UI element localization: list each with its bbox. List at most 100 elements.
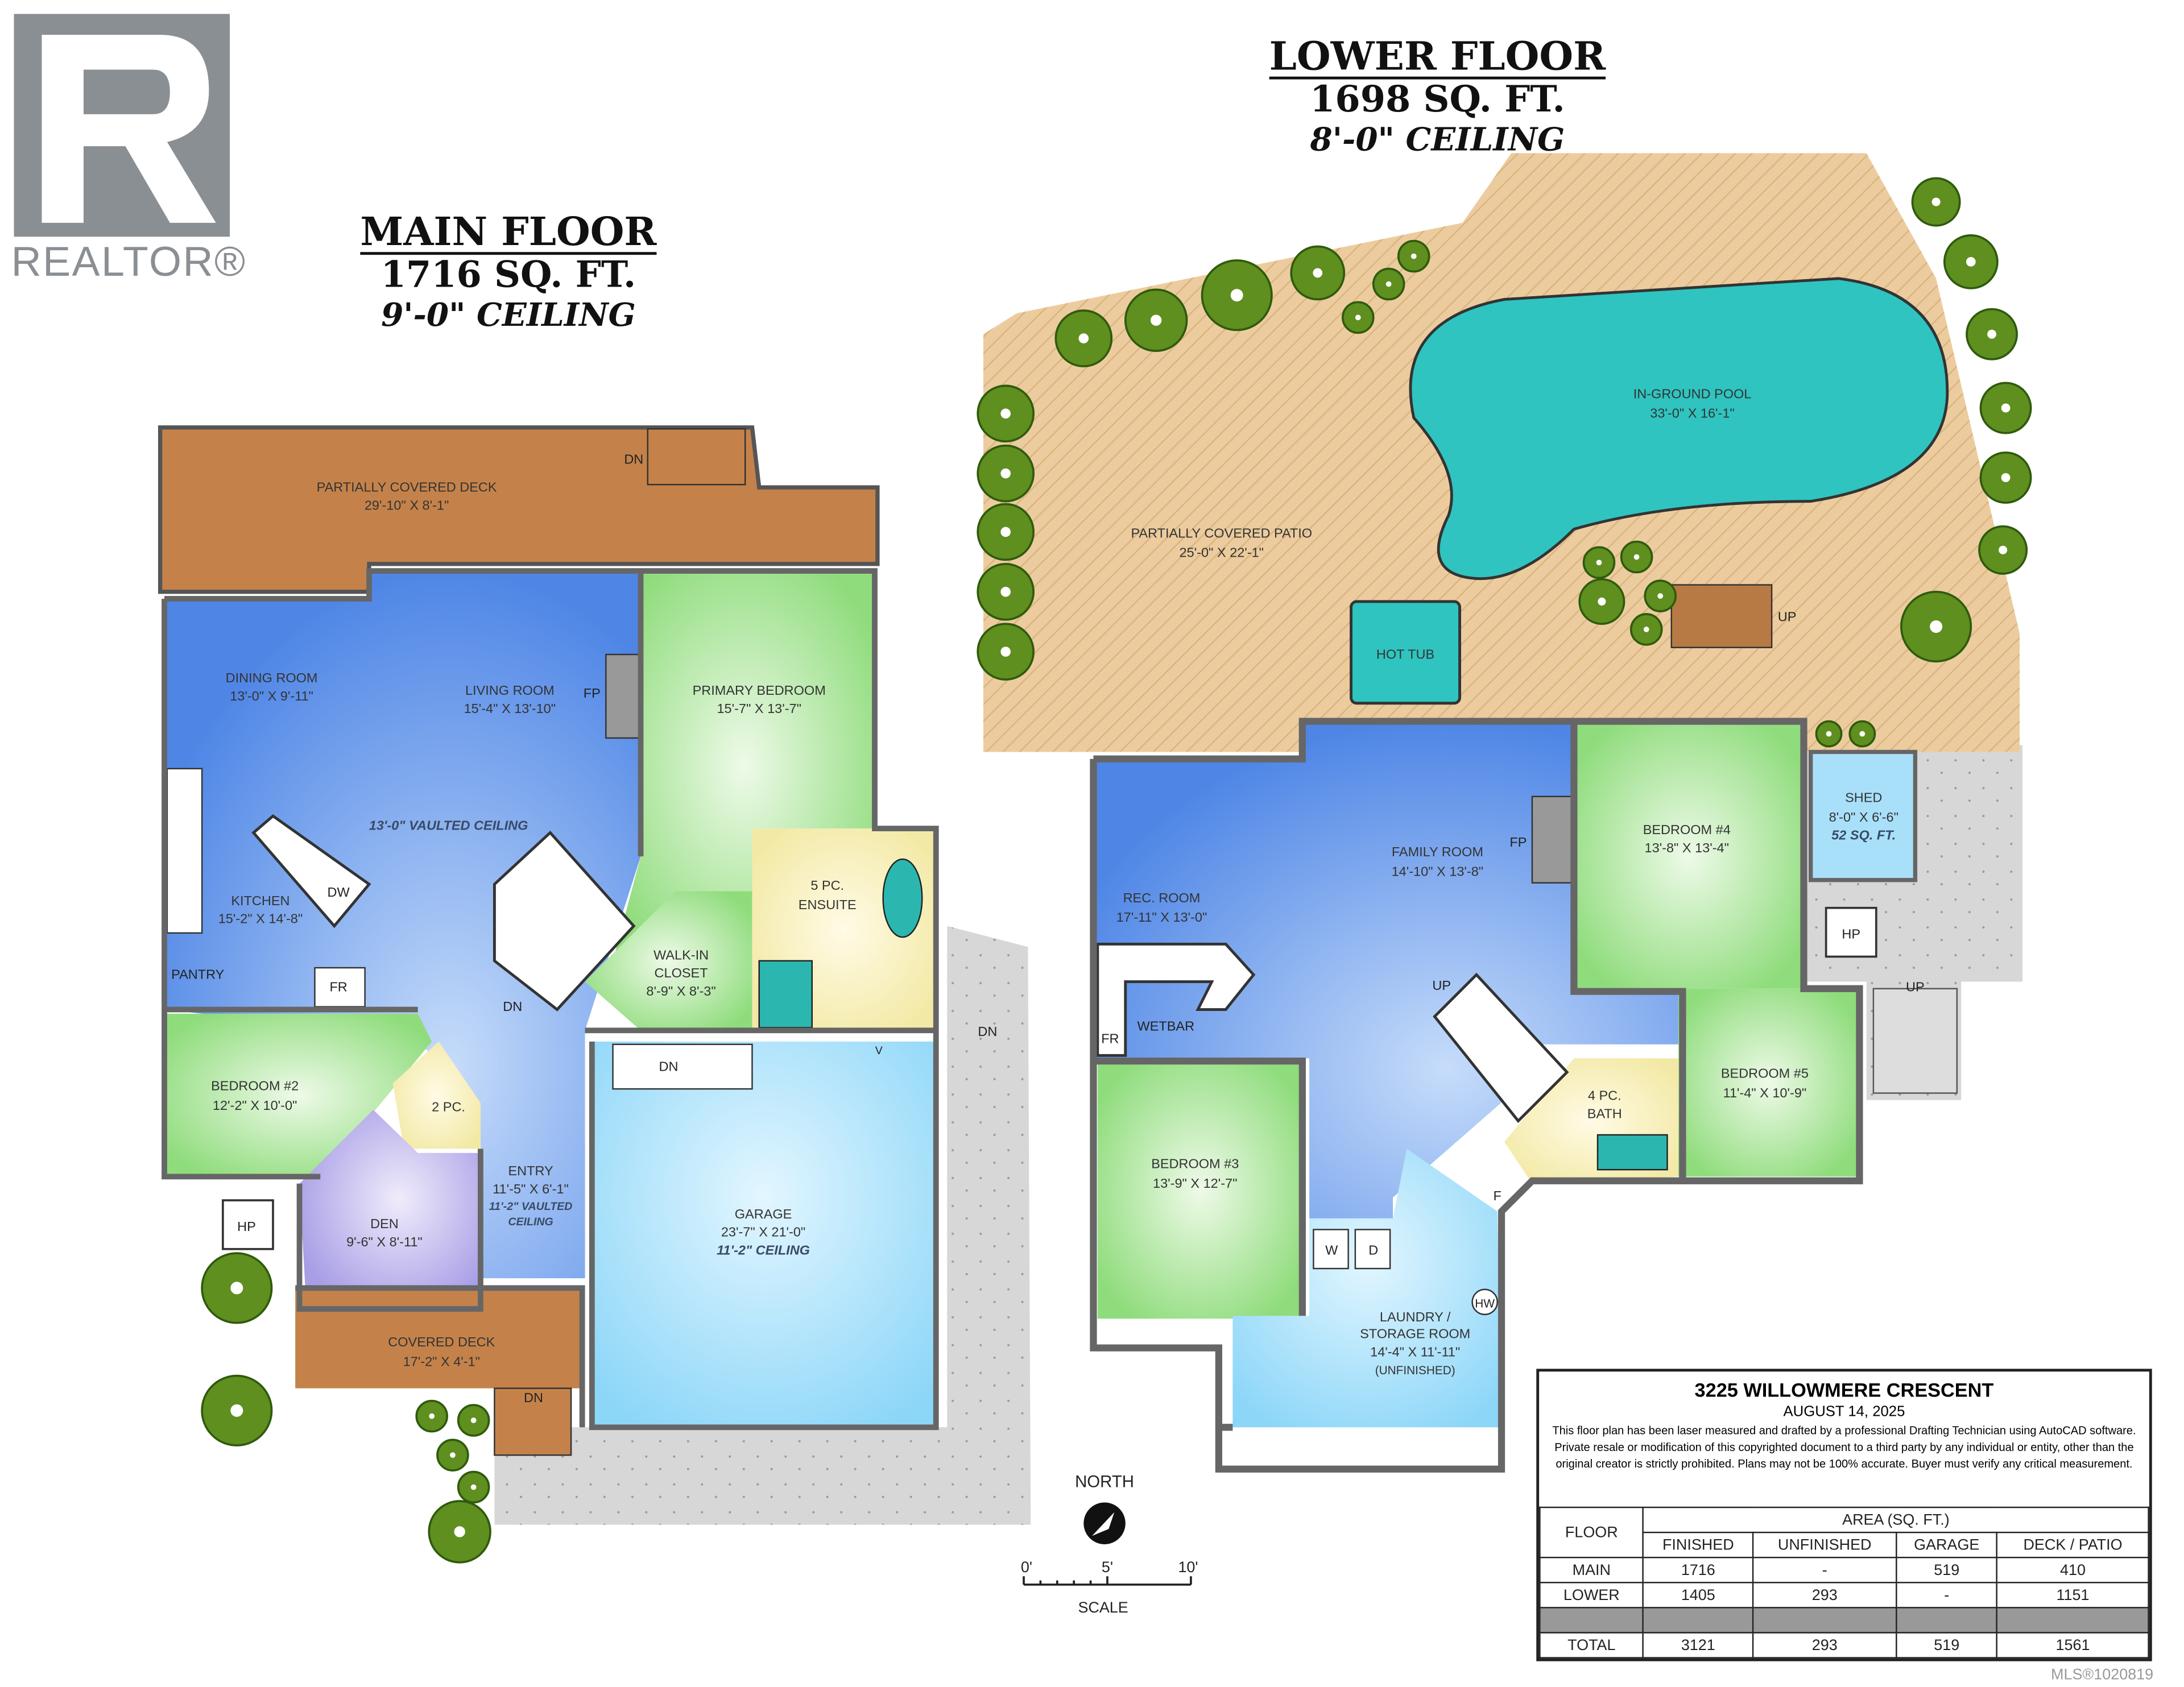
- tree-center: [230, 1404, 243, 1417]
- tree-center: [1657, 593, 1664, 599]
- room-name: BATH: [1587, 1106, 1622, 1121]
- walk-in-closet: [585, 891, 752, 1031]
- fireplace-main: [605, 653, 642, 739]
- bedroom-2: [164, 1013, 432, 1177]
- hp-box-lower: [1825, 906, 1877, 958]
- row-floor: TOTAL: [1539, 1632, 1644, 1659]
- laundry-room: [1232, 1149, 1502, 1428]
- cell: 1561: [1996, 1632, 2149, 1659]
- lower-floor-ceiling: 8'-0" CEILING: [1310, 121, 1565, 159]
- heat-pump-label: HP: [1842, 927, 1860, 942]
- kitchen-counter: [166, 768, 203, 934]
- room-name: PARTIALLY COVERED PATIO: [1131, 525, 1312, 540]
- stairs-up-label: UP: [1432, 978, 1451, 993]
- hot-water-tank: [1471, 1288, 1498, 1316]
- stairs-lower: [1433, 972, 1569, 1124]
- cell: 1405: [1643, 1582, 1754, 1609]
- room-dims: 23'-7" X 21'-0": [721, 1225, 805, 1240]
- area-table: FLOOR AREA (SQ. FT.) FINISHED UNFINISHED…: [1539, 1506, 2149, 1659]
- mls-number: MLS®1020819: [2051, 1667, 2154, 1684]
- dryer: [1354, 1229, 1391, 1270]
- vaulted-note: 13'-0" VAULTED CEILING: [369, 818, 528, 833]
- room-dims: 17'-11" X 13'-0": [1116, 910, 1207, 925]
- room-dims: 13'-8" X 13'-4": [1645, 840, 1729, 855]
- bedroom-3: [1097, 1061, 1302, 1319]
- cell: -: [1752, 1556, 1897, 1584]
- realtor-logo-text: REALTOR®: [11, 239, 247, 286]
- room-name: BEDROOM #5: [1721, 1066, 1809, 1081]
- row-floor: MAIN: [1539, 1556, 1644, 1584]
- room-name: ENTRY: [508, 1163, 553, 1178]
- room-dims: 13'-0" X 9'-11": [230, 689, 313, 703]
- room-name: ENSUITE: [799, 897, 857, 912]
- cell: 293: [1752, 1582, 1897, 1609]
- room-name: HOT TUB: [1376, 646, 1434, 661]
- tree-center: [2001, 473, 2011, 482]
- main-floor-heading: MAIN FLOOR 1716 SQ. FT. 9'-0" CEILING: [300, 209, 718, 334]
- front-stair: [494, 1387, 572, 1456]
- cell: 293: [1752, 1632, 1897, 1659]
- shower: [758, 960, 813, 1029]
- tree-center: [470, 1417, 477, 1423]
- lower-floor-plan: [983, 153, 2022, 1473]
- bedroom-5: [1678, 988, 1857, 1177]
- tree-center: [1826, 731, 1832, 737]
- lower-floor-area: 1698 SQ. FT.: [1310, 79, 1565, 122]
- tree-center: [454, 1526, 465, 1537]
- stairs-down-label: DN: [624, 452, 643, 467]
- tree-center: [230, 1282, 243, 1295]
- stairs-main: [493, 831, 636, 1012]
- cell: 410: [1996, 1556, 2149, 1584]
- tree-center: [1596, 559, 1602, 566]
- tub: [882, 858, 923, 938]
- main-floor-title: MAIN FLOOR: [360, 209, 657, 255]
- fireplace-label: FP: [584, 686, 601, 701]
- room-name: LIVING ROOM: [465, 683, 555, 698]
- room-name: IN-GROUND POOL: [1633, 386, 1752, 401]
- tree-center: [1000, 468, 1011, 479]
- column-header: UNFINISHED: [1752, 1531, 1897, 1558]
- tree-center: [1313, 268, 1323, 278]
- scale-tick: 10': [1178, 1558, 1198, 1576]
- room-dims: 8'-0" X 6'-6": [1829, 810, 1898, 824]
- scale-bar: 0' 5' 10' SCALE: [1021, 1558, 1198, 1616]
- room-dims: 15'-7" X 13'-7": [717, 701, 801, 716]
- heat-pump-label: HP: [237, 1219, 256, 1234]
- table-header-row: FLOOR AREA (SQ. FT.): [1539, 1506, 2149, 1558]
- room-dims: 14'-4" X 11'-11": [1370, 1344, 1460, 1359]
- tree-center: [1355, 314, 1361, 321]
- room-name: STORAGE ROOM: [1360, 1326, 1470, 1341]
- stairs-down-label: DN: [524, 1390, 543, 1405]
- room-note: CEILING: [508, 1216, 553, 1228]
- main-floor-plan: [158, 425, 1031, 1525]
- column-header: GARAGE: [1895, 1531, 1998, 1558]
- tree-center: [2001, 403, 2011, 413]
- stairs-down-label: DN: [503, 999, 522, 1014]
- tree-center: [1987, 329, 1997, 339]
- bath-tub: [1596, 1134, 1668, 1171]
- wetbar-label: WETBAR: [1138, 1018, 1195, 1033]
- dishwasher-label: DW: [328, 885, 350, 900]
- room-dims: 33'-0" X 16'-1": [1650, 406, 1734, 421]
- room-dims: 8'-9" X 8'-3": [646, 984, 715, 998]
- room-name: SHED: [1845, 790, 1882, 805]
- room-dims: 29'-10" X 8'-1": [365, 498, 449, 512]
- column-header: FINISHED: [1643, 1531, 1754, 1558]
- tree-center: [1000, 646, 1011, 657]
- scale-label: SCALE: [1078, 1599, 1128, 1616]
- pool: [1409, 277, 1949, 581]
- primary-bedroom: [613, 571, 875, 961]
- room-name: FAMILY ROOM: [1392, 844, 1483, 859]
- kitchen-island: [251, 814, 371, 929]
- disclaimer: This floor plan has been laser measured …: [1552, 1424, 2136, 1471]
- cell: 519: [1895, 1556, 1998, 1584]
- living-area: [164, 571, 641, 1279]
- trees: [201, 177, 2032, 1564]
- lower-floor-title: LOWER FLOOR: [1269, 33, 1606, 80]
- main-walls: [162, 568, 939, 1431]
- table-row-total: TOTAL 3121 293 519 1561: [1539, 1632, 2149, 1659]
- washer-label: W: [1325, 1243, 1338, 1258]
- garage: [592, 1041, 936, 1428]
- furnace-label: F: [1493, 1188, 1501, 1203]
